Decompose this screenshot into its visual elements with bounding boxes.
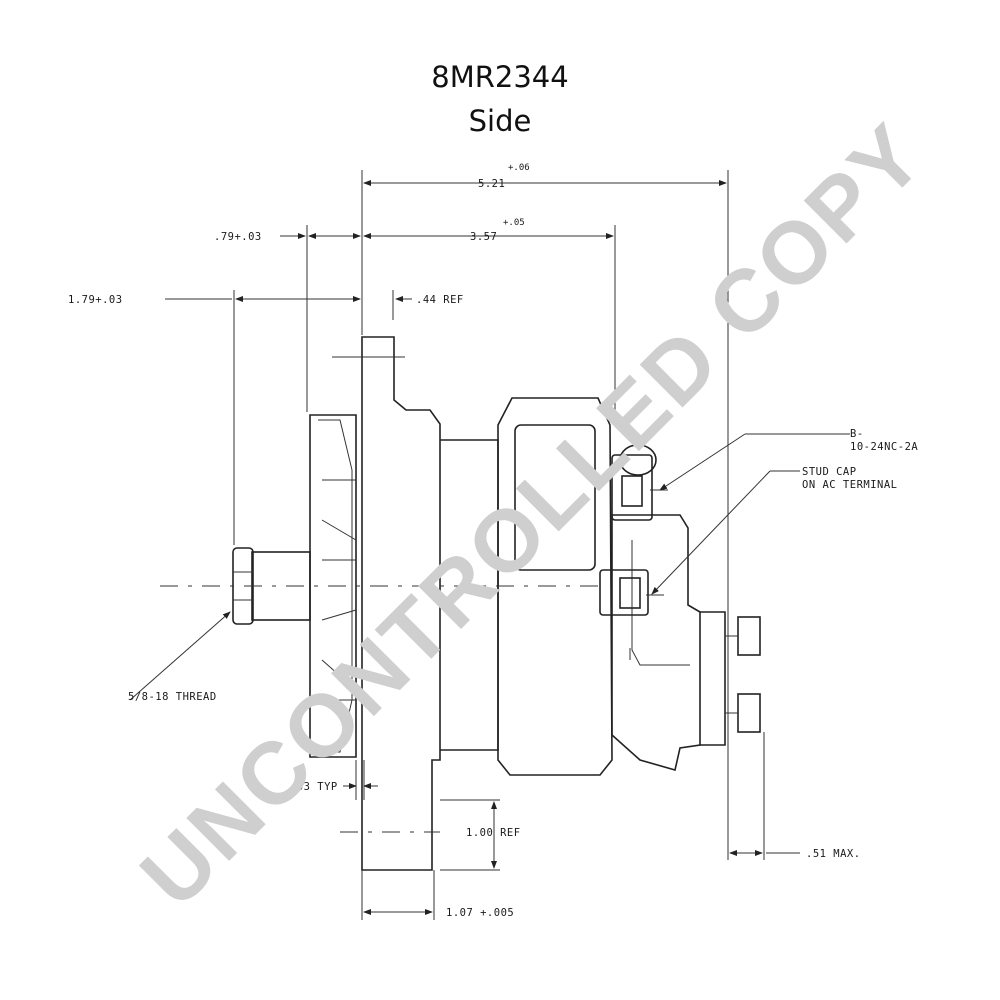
callout-b-terminal-line2: 10-24NC-2A [850, 441, 918, 453]
rectifier-cover [611, 514, 726, 772]
dim-flange-ref: .44 REF [416, 294, 464, 306]
callout-b-terminal-line1: B- [850, 428, 864, 440]
ac-terminal-stud [599, 569, 664, 616]
dim-body-length-tol: +.05 [503, 218, 525, 228]
fan-pulley [309, 414, 357, 758]
view-subtitle: Side [468, 104, 532, 138]
callout-stud-cap-line2: ON AC TERMINAL [802, 479, 898, 491]
dim-shaft-length: 1.79+.03 [68, 294, 123, 306]
dimension-labels: 5.21 +.06 3.57 +.05 .79+.03 1.79+.03 .44… [68, 163, 861, 919]
dim-overall-length-tol: +.06 [508, 163, 530, 173]
dim-terminal-max: .51 MAX. [806, 848, 861, 860]
dim-mount-ref: 1.00 REF [466, 827, 521, 839]
front-housing [361, 336, 441, 871]
rear-terminal-nuts [725, 616, 761, 733]
callout-labels: B- 10-24NC-2A STUD CAP ON AC TERMINAL 5/… [128, 428, 918, 703]
rear-housing [497, 397, 613, 776]
dim-body-length: 3.57 [470, 231, 497, 243]
callout-thread: 5/8-18 THREAD [128, 691, 217, 703]
dim-pulley-offset: .79+.03 [214, 231, 262, 243]
b-terminal-stud [611, 444, 668, 521]
dim-mount-width: 1.07 +.005 [446, 907, 514, 919]
callout-stud-cap-line1: STUD CAP [802, 466, 857, 478]
dim-gap-typ: .03 TYP [290, 781, 338, 793]
dim-overall-length: 5.21 [478, 178, 505, 190]
part-number-title: 8MR2344 [431, 60, 569, 94]
alternator-body [232, 336, 761, 871]
uncontrolled-copy-watermark: UNCONTROLLED COPY [121, 104, 943, 926]
dimension-lines [129, 170, 850, 920]
